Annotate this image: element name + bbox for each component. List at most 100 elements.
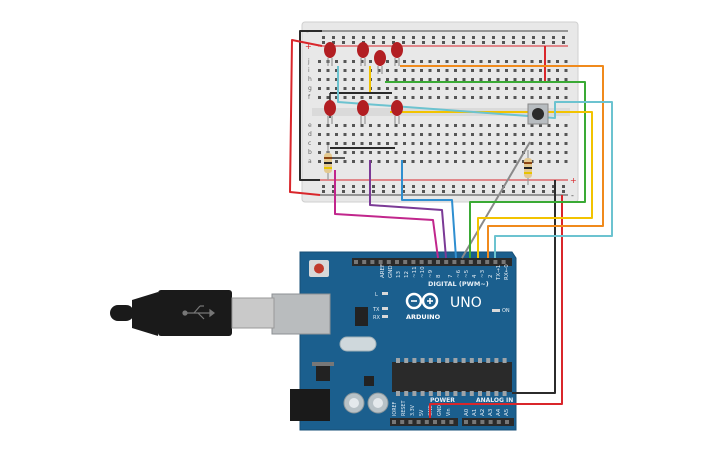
breadboard-hole (403, 124, 406, 127)
pushbutton-icon[interactable] (527, 103, 549, 125)
rail-hole (542, 190, 545, 193)
breadboard-hole (488, 87, 491, 90)
breadboard-hole (428, 151, 432, 154)
breadboard-hole (403, 69, 406, 72)
led-4[interactable] (391, 42, 403, 66)
breadboard-hole (360, 142, 364, 145)
breadboard-hole (462, 133, 466, 136)
rail-plus-top: + (305, 42, 312, 51)
mcu-pin (404, 358, 409, 363)
rail-hole (512, 190, 515, 193)
rail-hole (472, 190, 475, 193)
breadboard-hole (556, 151, 559, 154)
row-letter-e: e (308, 122, 312, 129)
header-pin (411, 260, 416, 264)
breadboard-hole (377, 87, 381, 90)
rail-hole (422, 190, 425, 193)
breadboard-hole (488, 69, 491, 72)
breadboard-hole (471, 69, 474, 72)
breadboard-hole (343, 96, 347, 99)
breadboard-hole (403, 151, 406, 154)
breadboard-hole (377, 69, 381, 72)
header-pin (400, 420, 405, 424)
breadboard-hole (556, 160, 559, 163)
breadboard-hole (479, 96, 483, 99)
led-6[interactable] (357, 100, 369, 124)
resistors (324, 145, 532, 185)
rail-hole (482, 190, 485, 193)
breadboard-hole (343, 87, 347, 90)
breadboard-hole (360, 69, 364, 72)
pin-label-12: 12 (404, 271, 410, 278)
rail-hole (342, 190, 345, 193)
usb-cable-icon[interactable] (110, 290, 275, 336)
breadboard-hole (386, 124, 389, 127)
breadboard-hole (496, 142, 500, 145)
rail-hole (532, 185, 535, 188)
analog-pin-labels: A0 A1 A2 A3 A4 A5 (464, 408, 510, 416)
breadboard-hole (564, 142, 568, 145)
header-pin (427, 260, 432, 264)
wire-cyan (337, 66, 613, 258)
mcu-pin (461, 391, 466, 396)
mcu-pin (412, 358, 417, 363)
breadboard-hole (488, 142, 491, 145)
breadboard-hole (360, 78, 364, 81)
breadboard-hole (411, 60, 415, 63)
rail-hole (412, 185, 415, 188)
breadboard-hole (513, 142, 517, 145)
breadboard-hole (420, 60, 423, 63)
breadboard-hole (462, 69, 466, 72)
led-rx-label: RX (373, 315, 380, 321)
breadboard-hole (479, 69, 483, 72)
breadboard-hole (335, 133, 338, 136)
mcu-pin (478, 358, 482, 363)
resistor-1[interactable] (324, 145, 332, 180)
breadboard-hole (445, 87, 449, 90)
breadboard-hole (556, 60, 559, 63)
wire-green (385, 81, 586, 258)
breadboard-hole (471, 142, 474, 145)
rail-minus-bottom: - (571, 191, 574, 200)
breadboard-hole (369, 124, 372, 127)
wire-orange (400, 65, 604, 258)
breadboard-hole (454, 142, 457, 145)
breadboard-hole (445, 60, 449, 63)
breadboard-hole (505, 133, 508, 136)
crystal (339, 336, 377, 352)
breadboard-hole (335, 151, 338, 154)
led-7[interactable] (391, 100, 403, 124)
breadboard-hole (479, 151, 483, 154)
breadboard-hole (530, 133, 534, 136)
power-jack[interactable] (290, 389, 330, 421)
led-3[interactable] (374, 50, 386, 74)
breadboard-hole (318, 133, 321, 136)
breadboard-hole (479, 142, 483, 145)
breadboard-hole (428, 87, 432, 90)
breadboard-hole (377, 78, 381, 81)
rail-plus-bottom: + (570, 176, 577, 185)
rail-hole (352, 36, 355, 39)
rail-hole (442, 36, 445, 39)
breadboard-hole (360, 96, 364, 99)
reset-button-icon[interactable] (309, 260, 329, 277)
header-pin (378, 260, 383, 264)
row-letter-f: f (308, 94, 311, 101)
resistor-2[interactable] (524, 150, 532, 185)
breadboard-hole (437, 69, 440, 72)
breadboard-hole (539, 142, 542, 145)
breadboard-hole (539, 133, 542, 136)
breadboard-hole (318, 160, 321, 163)
led-5[interactable] (324, 100, 336, 124)
breadboard-hole (403, 142, 406, 145)
led-2[interactable] (357, 42, 369, 66)
header-pin (480, 420, 485, 424)
led-1[interactable] (324, 42, 336, 66)
breadboard-hole (539, 160, 542, 163)
breadboard-hole (428, 60, 432, 63)
header-pin (433, 420, 437, 424)
breadboard-hole (539, 124, 542, 127)
breadboard-hole (445, 151, 449, 154)
rail-hole (472, 36, 475, 39)
